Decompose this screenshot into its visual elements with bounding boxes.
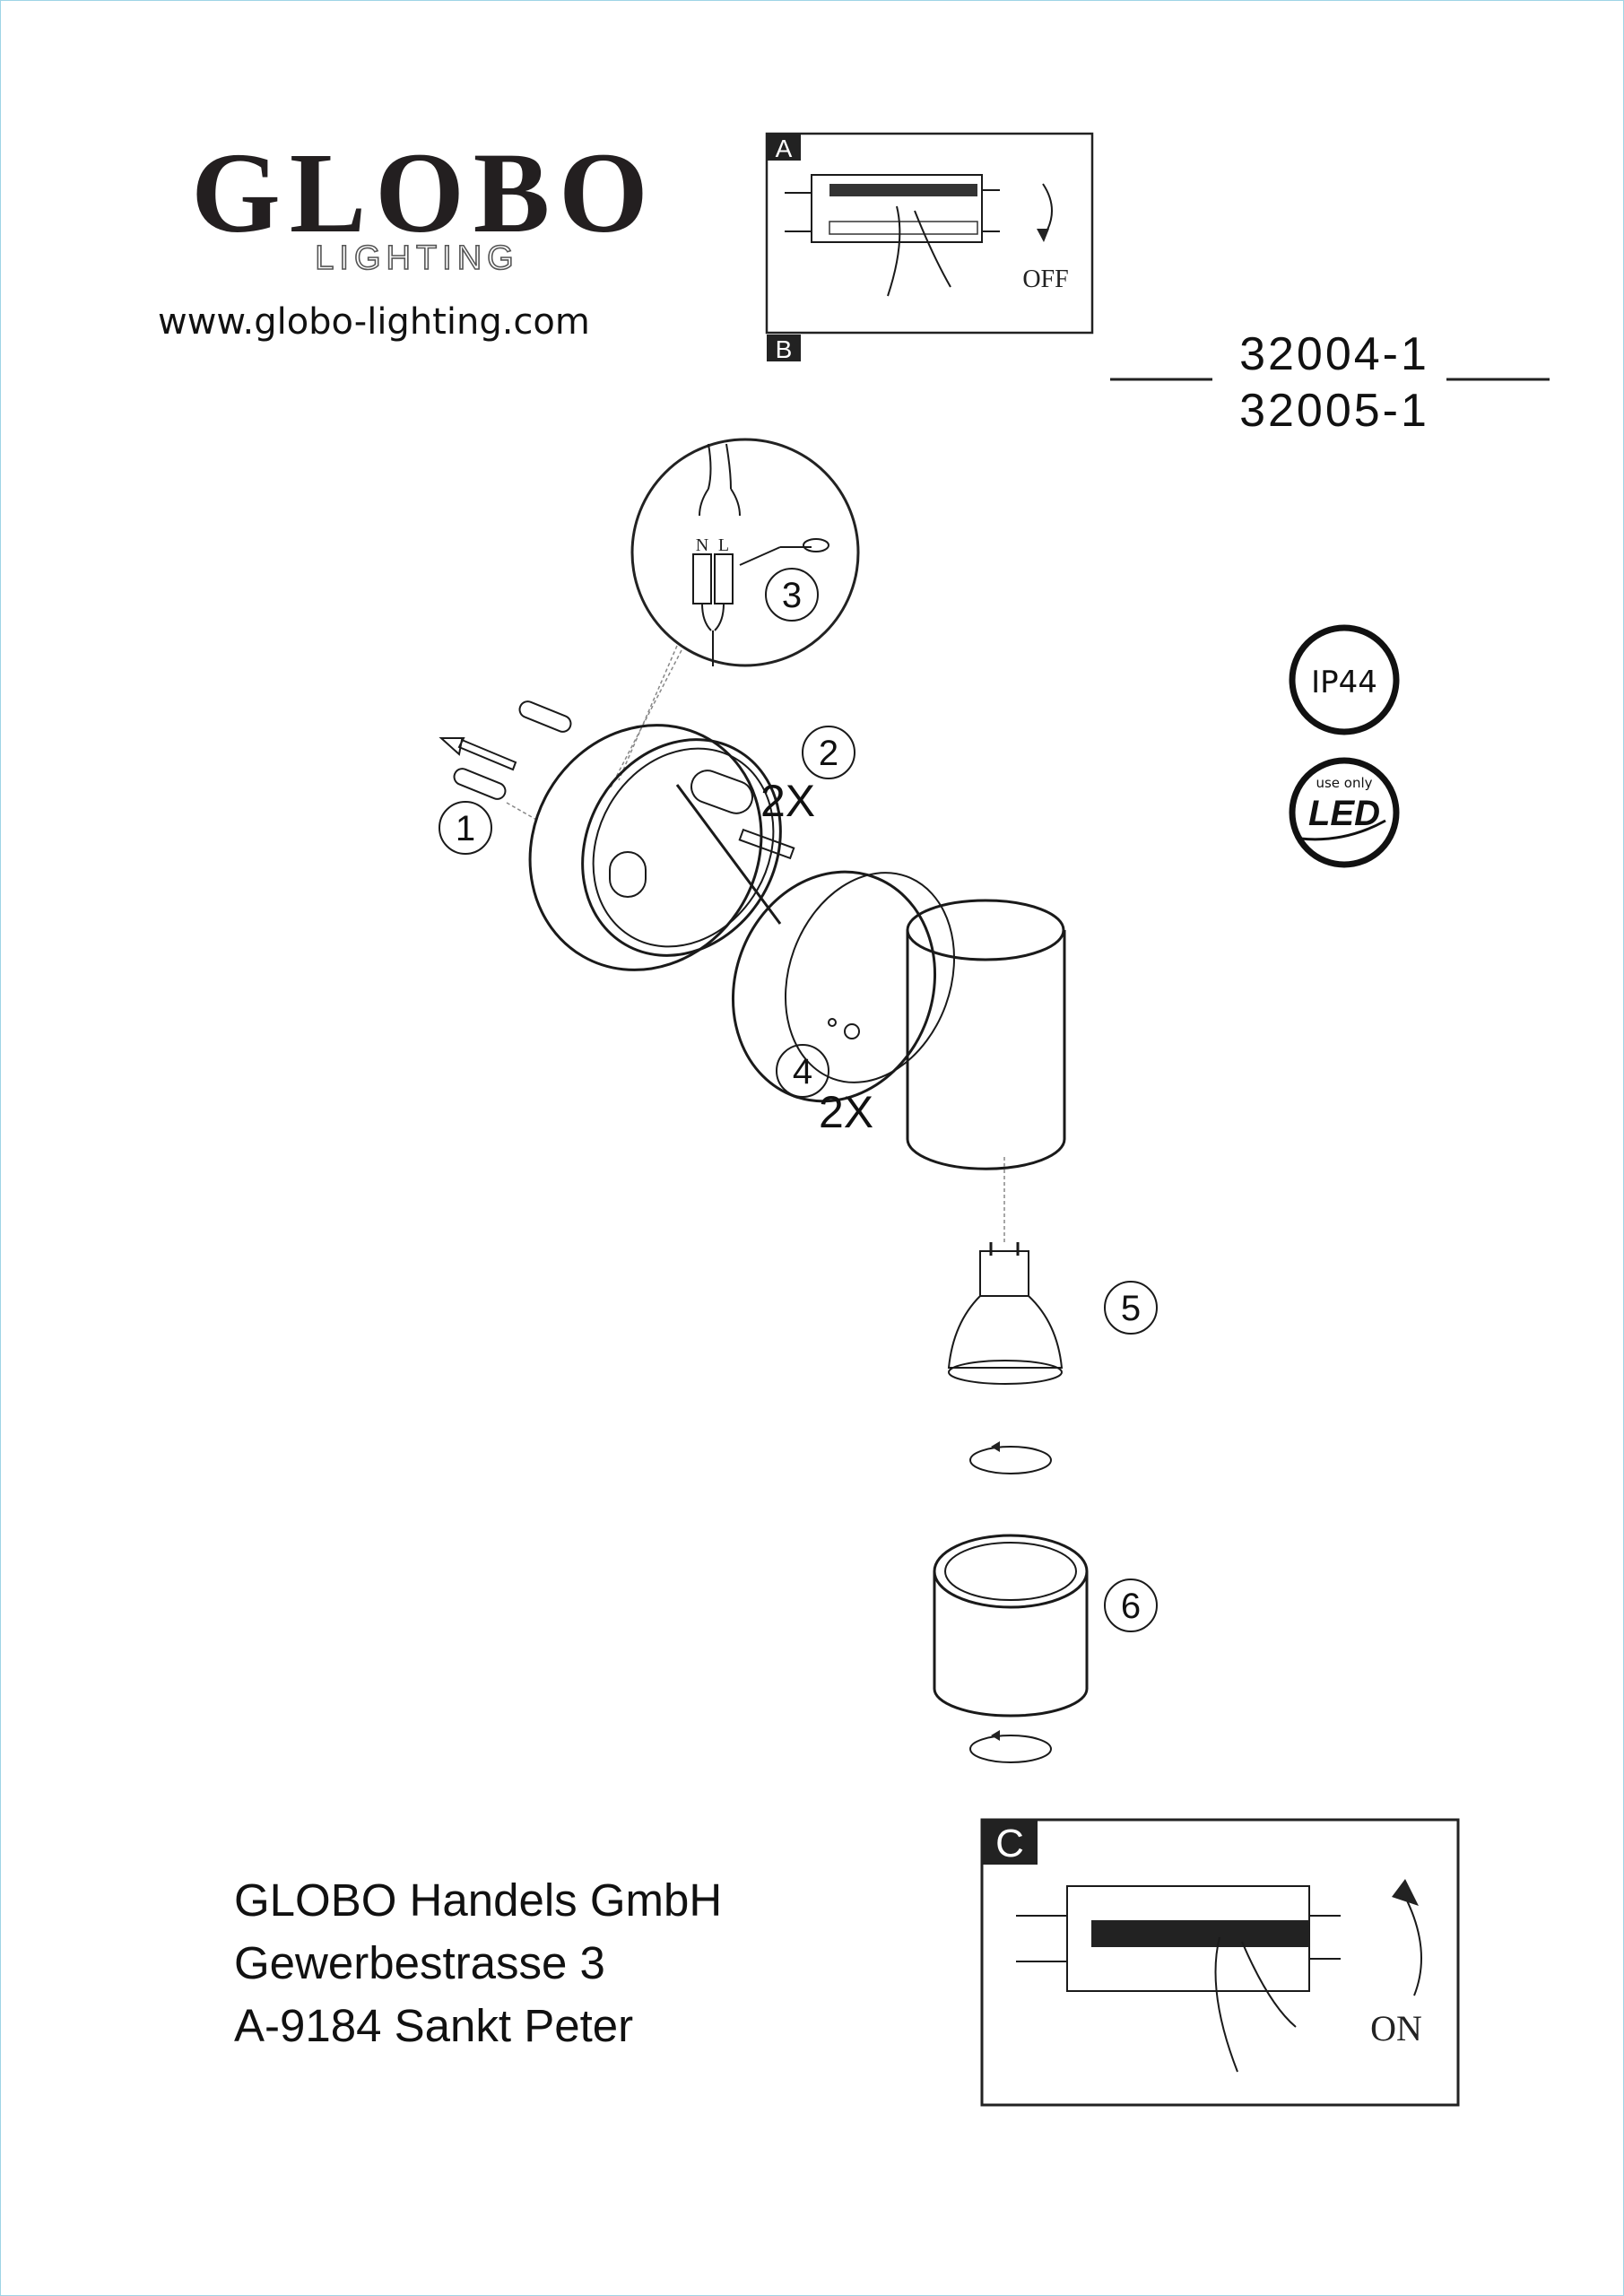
- cover-ring: [933, 1534, 1089, 1718]
- panel-c-switch-on: C ON: [980, 1818, 1460, 2107]
- screwdriver-icon: [739, 546, 812, 566]
- svg-text:5: 5: [1121, 1289, 1141, 1328]
- svg-text:ON: ON: [1370, 2008, 1422, 2048]
- quantity-step2: 2X: [760, 776, 815, 826]
- svg-text:3: 3: [782, 576, 802, 615]
- website-url: www.globo-lighting.com: [158, 301, 590, 343]
- arrow-left-icon: [439, 737, 517, 771]
- hand-icon: [887, 205, 951, 297]
- svg-text:6: 6: [1121, 1587, 1141, 1626]
- step-2: 2: [802, 726, 855, 779]
- breaker-icon: [785, 174, 1000, 243]
- panel-a-switch-off: A OFF B: [765, 132, 1094, 363]
- wiring-detail: N L: [609, 438, 860, 790]
- light-fixture: [731, 870, 1066, 1242]
- model-number-2: 32005-1: [1239, 385, 1429, 437]
- svg-text:use only: use only: [1316, 775, 1372, 791]
- hand-icon: [1214, 1936, 1297, 2073]
- rotate-icon: [969, 1730, 1052, 1763]
- brand-sub: LIGHTING: [315, 239, 518, 277]
- breaker-icon: [1016, 1885, 1341, 1992]
- mounting-plate: [528, 724, 795, 971]
- gu10-bulb: [947, 1242, 1064, 1385]
- step-4: 4: [776, 1044, 829, 1098]
- svg-text:IP44: IP44: [1311, 665, 1377, 700]
- address-line-2: Gewerbestrasse 3: [234, 1937, 605, 1988]
- svg-text:2: 2: [819, 734, 838, 773]
- wall-plugs: [439, 700, 572, 822]
- svg-text:OFF: OFF: [1022, 265, 1068, 293]
- address-line-1: GLOBO Handels GmbH: [234, 1874, 722, 1926]
- svg-text:A: A: [776, 135, 793, 162]
- rotate-icon: [969, 1441, 1052, 1474]
- led-only-badge: use only LED: [1289, 757, 1400, 868]
- screw-icon: [738, 828, 795, 860]
- panel-b-label: B: [776, 335, 793, 363]
- arrow-up-icon: [1404, 1896, 1422, 1996]
- brand-logo: GLOBO: [191, 129, 656, 257]
- svg-text:LED: LED: [1308, 794, 1380, 833]
- step-6: 6: [1104, 1578, 1158, 1632]
- quantity-step4: 2X: [819, 1087, 873, 1137]
- step-1: 1: [439, 801, 492, 855]
- address-line-3: A-9184 Sankt Peter: [234, 2000, 633, 2051]
- step-5: 5: [1104, 1281, 1158, 1335]
- model-number-1: 32004-1: [1239, 328, 1429, 380]
- ip44-badge: IP44: [1289, 624, 1400, 735]
- svg-text:4: 4: [793, 1052, 812, 1091]
- svg-text:N: N: [696, 535, 708, 555]
- svg-text:L: L: [718, 535, 729, 555]
- step-3: 3: [765, 568, 819, 622]
- svg-text:C: C: [995, 1822, 1024, 1866]
- svg-text:1: 1: [456, 809, 475, 848]
